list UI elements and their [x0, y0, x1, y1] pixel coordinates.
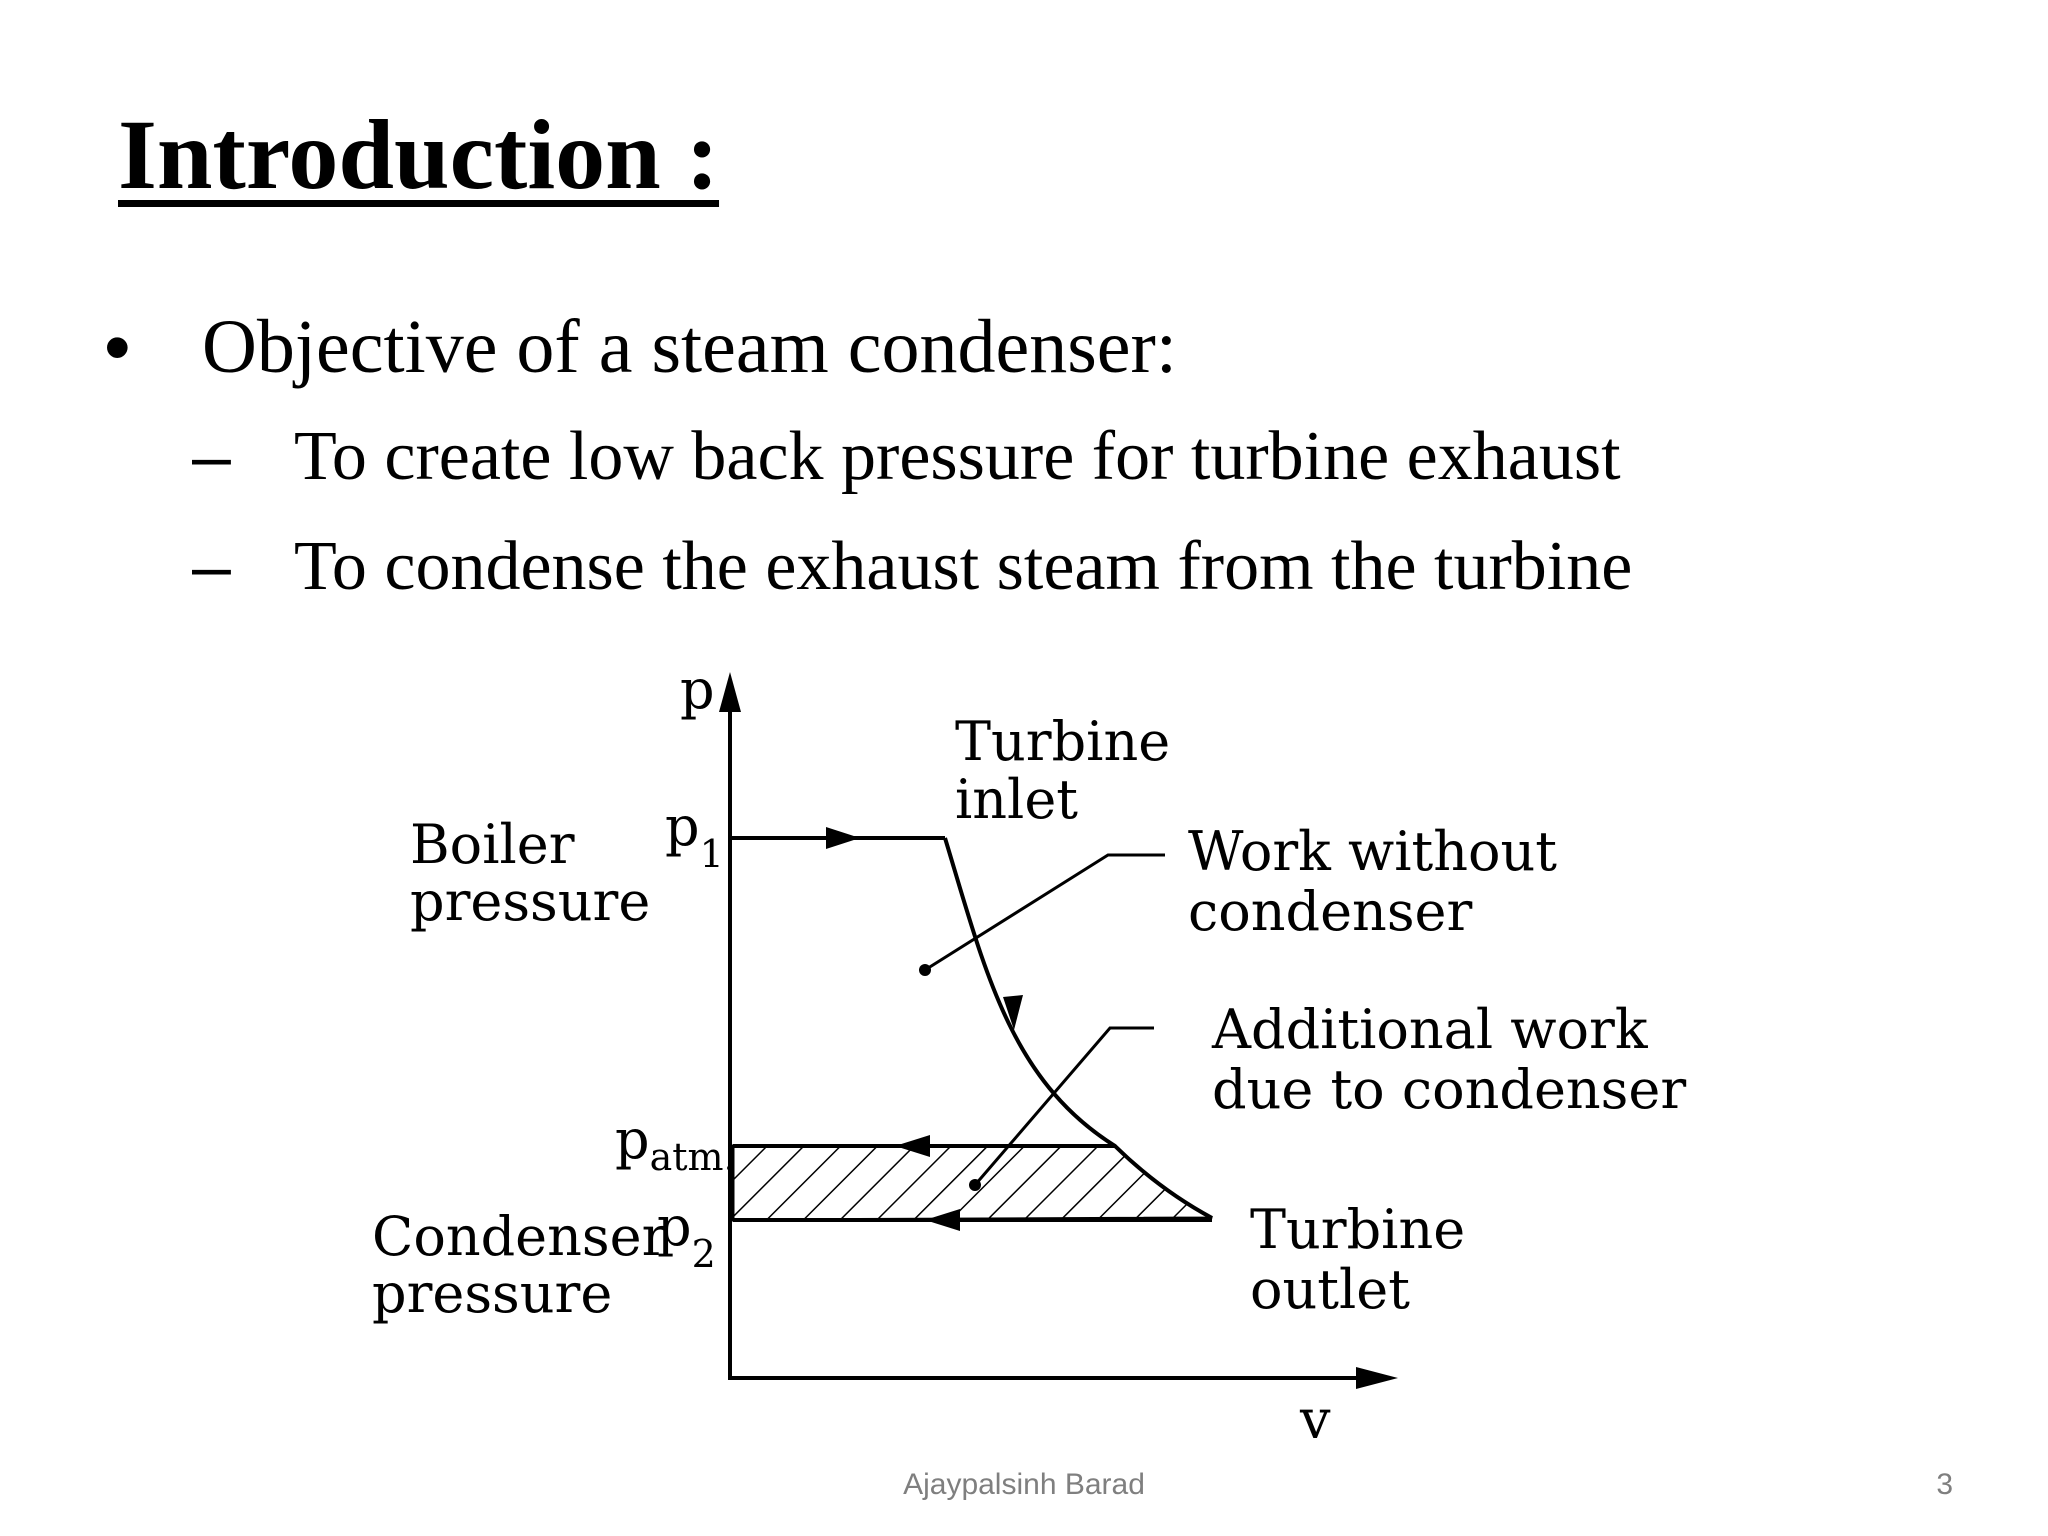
additional-work-label-2: due to condenser	[1212, 1058, 1686, 1121]
bullet-marker: •	[104, 305, 131, 390]
work-without-label-1: Work without	[1188, 820, 1557, 883]
p1-label: p1	[665, 795, 724, 876]
additional-work-label-1: Additional work	[1211, 998, 1649, 1061]
sub-bullet-text: To create low back pressure for turbine …	[294, 418, 1621, 495]
boiler-pressure-label-2: pressure	[410, 870, 650, 933]
y-axis-label: p	[680, 658, 715, 721]
bullet-text: Objective of a steam condenser:	[202, 305, 1177, 389]
sub-bullet-text: To condense the exhaust steam from the t…	[294, 528, 1633, 605]
flow-arrow-bottom	[925, 1209, 960, 1231]
page-number: 3	[1936, 1468, 1953, 1501]
x-axis-label: v	[1299, 1388, 1331, 1451]
leader-work-without	[924, 853, 1165, 972]
x-axis-arrow	[1356, 1367, 1398, 1389]
flow-arrow-top	[826, 827, 860, 849]
turbine-outlet-label-1: Turbine	[1250, 1198, 1465, 1261]
slide-title: Introduction :	[118, 99, 720, 210]
boiler-pressure-label-1: Boiler	[410, 813, 575, 876]
leader-dot-work-without	[919, 964, 931, 976]
dash-marker: –	[192, 527, 231, 605]
condenser-pressure-label-2: pressure	[372, 1262, 612, 1325]
leader-additional-work	[973, 1026, 1154, 1186]
condenser-pressure-label-1: Condenser	[372, 1205, 668, 1268]
turbine-outlet-label-2: outlet	[1250, 1258, 1410, 1321]
turbine-inlet-label-1: Turbine	[955, 710, 1170, 773]
hatched-work-area	[731, 1144, 1213, 1222]
p2-label: p2	[657, 1195, 716, 1276]
turbine-inlet-label-2: inlet	[955, 768, 1078, 831]
work-without-label-2: condenser	[1188, 880, 1473, 943]
patm-label: patm.	[615, 1108, 736, 1179]
dash-marker: –	[192, 417, 231, 495]
leader-dot-additional-work	[969, 1179, 981, 1191]
footer-author: Ajaypalsinh Barad	[903, 1468, 1145, 1501]
flow-arrow-atm	[895, 1135, 930, 1157]
expansion-curve	[943, 837, 1213, 1220]
expansion-arrow	[1003, 995, 1023, 1030]
y-axis-arrow	[719, 672, 741, 712]
